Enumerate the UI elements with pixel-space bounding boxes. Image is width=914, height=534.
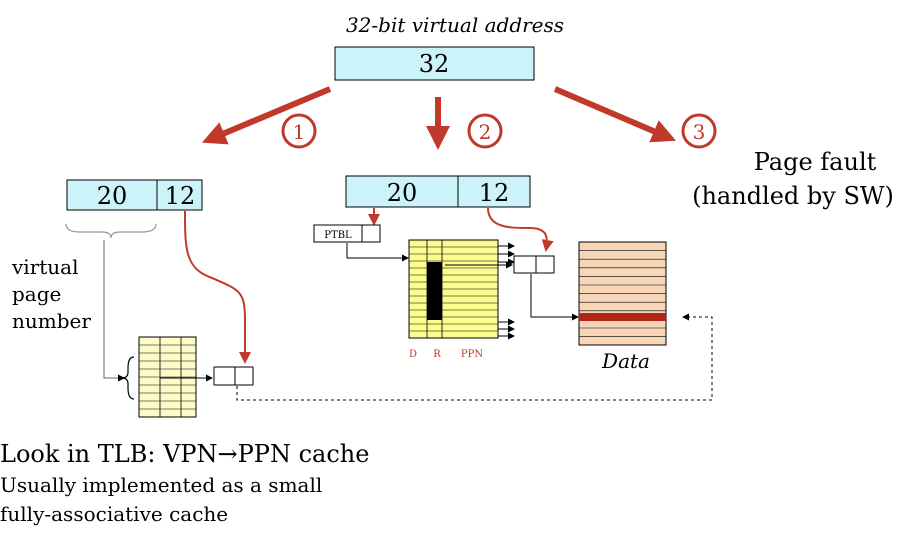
vpn-label-line1: virtual <box>11 255 79 279</box>
step-1-badge: 1 <box>281 113 317 149</box>
page-fault-handler-label: (handled by SW) <box>692 182 894 210</box>
pt-ppn-box <box>513 255 537 274</box>
col-ppn-label: PPN <box>461 349 483 360</box>
vpn-label-line3: number <box>12 309 91 333</box>
address-bits-label: 32 <box>419 50 450 78</box>
pt-to-data-arrow <box>530 274 579 321</box>
vpn-to-tlb-connector <box>103 240 125 382</box>
pt-offset-curve <box>487 207 554 252</box>
ptbl-to-table-arrow <box>346 243 409 262</box>
col-r-label: R <box>433 349 441 360</box>
footer-line-3: fully-associative cache <box>0 502 228 526</box>
virtual-address-box <box>334 46 535 81</box>
step-3-badge: 3 <box>681 113 717 149</box>
svg-text:3: 3 <box>693 120 706 144</box>
pt-vpn-bits: 20 <box>387 179 418 207</box>
tlb-offset-box <box>234 366 254 386</box>
data-selected-row <box>579 313 666 321</box>
footer-line-2: Usually implemented as a small <box>0 473 322 497</box>
svg-text:2: 2 <box>479 120 492 144</box>
pt-offset-bits: 12 <box>479 179 510 207</box>
page-table-valid-block <box>427 262 442 320</box>
page-fault-label: Page fault <box>754 148 877 176</box>
tlb-address-split: 20 12 <box>66 179 203 211</box>
arrow-to-tlb <box>201 86 332 145</box>
step-2-badge: 2 <box>467 113 503 149</box>
footer-line-1: Look in TLB: VPN→PPN cache <box>0 440 369 468</box>
data-memory <box>578 241 667 346</box>
ptbl-index-box <box>361 224 381 243</box>
pt-offset-box <box>535 255 555 274</box>
arrow-to-page-fault <box>553 86 677 143</box>
page-table <box>408 239 499 339</box>
tlb-to-data-dashed <box>236 313 713 401</box>
vpn-brace <box>65 223 157 239</box>
vpn-label-line2: page <box>12 282 61 306</box>
tlb-offset-bits: 12 <box>165 182 196 210</box>
col-d-label: D <box>409 349 417 360</box>
tlb-match-brace <box>121 356 135 400</box>
pt-address-split: 20 12 <box>345 175 531 208</box>
tlb-offset-curve <box>184 210 251 364</box>
address-caption: 32-bit virtual address <box>346 13 564 37</box>
page-table-output-arrows <box>498 242 515 340</box>
svg-text:1: 1 <box>293 120 306 144</box>
data-label: Data <box>601 349 650 373</box>
ptbl-label: PTBL <box>324 230 352 241</box>
tlb-vpn-bits: 20 <box>97 182 128 210</box>
tlb-table <box>138 336 197 418</box>
tlb-ppn-box <box>213 366 236 386</box>
